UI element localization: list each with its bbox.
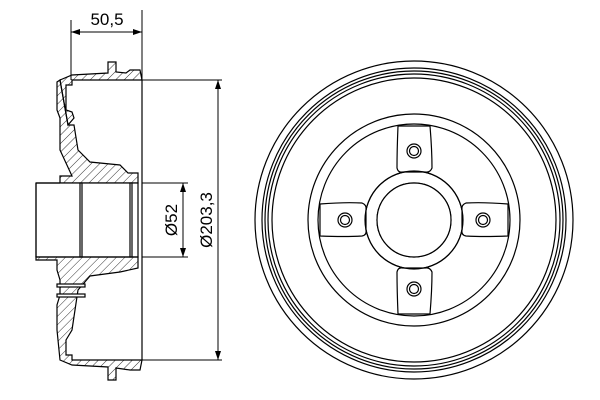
lower-web-section xyxy=(35,256,143,381)
outer-rim xyxy=(254,60,574,380)
top-rim-section xyxy=(59,61,143,127)
web-inner-ring xyxy=(317,123,511,317)
hub-bore xyxy=(35,182,139,258)
web-outer-ring xyxy=(307,113,521,327)
bolt-hole-bottom xyxy=(406,281,422,297)
drum-diameter-label: Ø203,3 xyxy=(197,192,216,248)
upper-web-section xyxy=(56,78,139,184)
lug-pad-left xyxy=(319,202,367,238)
dimension-lines xyxy=(70,10,222,361)
bolt-hole-top xyxy=(406,143,422,159)
side-section-view xyxy=(35,61,143,381)
front-view xyxy=(254,60,574,380)
width-dimension-label: 50,5 xyxy=(90,10,123,29)
bore-diameter-label: Ø52 xyxy=(162,204,181,236)
bolt-hole-right xyxy=(475,212,491,228)
lug-pad-right xyxy=(461,202,509,238)
lug-pad-top xyxy=(396,125,433,173)
lug-pad-bottom xyxy=(396,267,433,315)
bolt-hole-left xyxy=(337,212,353,228)
